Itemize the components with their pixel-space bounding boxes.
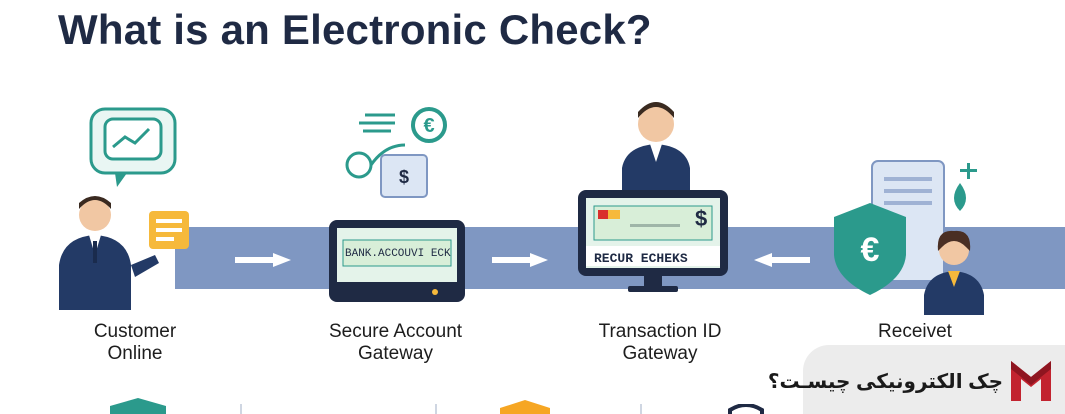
receiver-illustration: € bbox=[834, 160, 984, 315]
brand-logo-icon bbox=[1011, 361, 1051, 401]
dollar-screen-text: $ bbox=[695, 206, 708, 231]
recur-screen-text: RECUR ECHEKS bbox=[594, 251, 688, 266]
person-icon bbox=[924, 230, 984, 315]
document-icon bbox=[149, 211, 189, 249]
shield-icon: € bbox=[834, 203, 906, 295]
arrow-left-icon bbox=[754, 253, 810, 267]
lock-icon bbox=[728, 404, 764, 414]
svg-text:€: € bbox=[861, 231, 880, 269]
divider bbox=[640, 404, 642, 414]
network-icon bbox=[345, 113, 406, 179]
transaction-illustration bbox=[578, 102, 728, 292]
divider bbox=[435, 404, 437, 414]
arrow-right-icon bbox=[235, 253, 291, 267]
monitor-icon bbox=[329, 220, 465, 302]
person-icon bbox=[59, 196, 159, 310]
page-title: What is an Electronic Check? bbox=[58, 6, 652, 53]
euro-icon: € bbox=[411, 107, 447, 143]
customer-illustration bbox=[59, 107, 189, 310]
svg-text:$: $ bbox=[399, 167, 409, 187]
bank-account-screen-text: BANK.ACCOUVI ECK bbox=[345, 248, 451, 260]
chat-bubble-icon bbox=[89, 107, 177, 187]
gateway-illustration: € $ bbox=[329, 107, 465, 302]
divider bbox=[240, 404, 242, 414]
shield-icon bbox=[110, 398, 166, 414]
shield-icon bbox=[500, 400, 550, 414]
person-icon bbox=[622, 102, 690, 190]
svg-text:€: € bbox=[423, 115, 434, 137]
monitor-icon bbox=[578, 190, 728, 292]
invoice-icon: $ bbox=[380, 154, 428, 198]
arrow-right-icon bbox=[492, 253, 548, 267]
badge-text: چک الکترونیکی چیسـت؟ bbox=[767, 371, 1003, 393]
step-label-receiver: Receivet bbox=[878, 321, 952, 342]
plus-icon bbox=[960, 163, 977, 179]
brand-badge[interactable]: چک الکترونیکی چیسـت؟ bbox=[768, 345, 1065, 414]
droplet-icon bbox=[954, 183, 966, 211]
